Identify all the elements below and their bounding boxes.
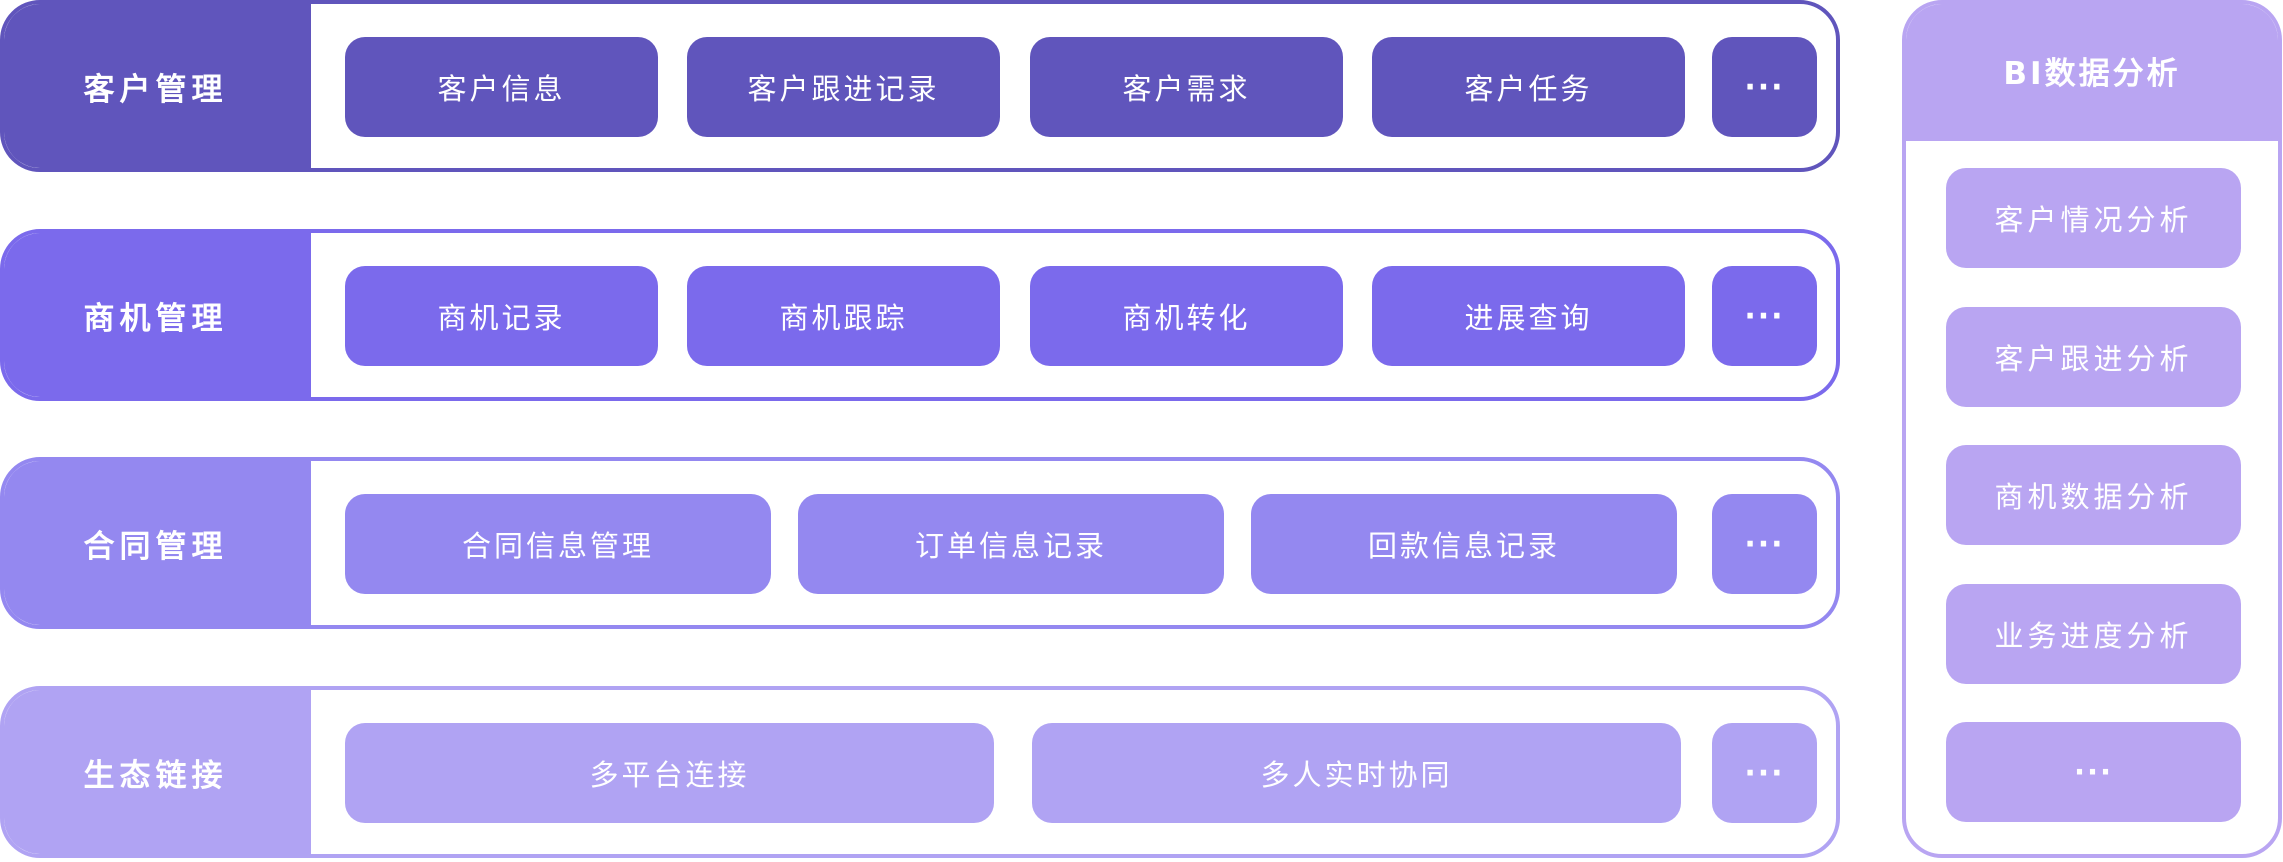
realtime-collaboration-button[interactable]: 多人实时协同 <box>1032 723 1681 823</box>
opportunity-data-analysis-button[interactable]: 商机数据分析 <box>1946 445 2241 545</box>
customer-situation-analysis-button[interactable]: 客户情况分析 <box>1946 168 2241 268</box>
module-row-contract-management: 合同管理 合同信息管理 订单信息记录 回款信息记录 ··· <box>0 457 1840 629</box>
customer-needs-button[interactable]: 客户需求 <box>1030 37 1343 137</box>
more-icon[interactable]: ··· <box>1712 266 1817 366</box>
payment-info-record-button[interactable]: 回款信息记录 <box>1251 494 1677 594</box>
bi-analysis-panel: BI数据分析 客户情况分析 客户跟进分析 商机数据分析 业务进度分析 ··· <box>1902 0 2282 858</box>
module-label-contract-management: 合同管理 <box>4 461 311 625</box>
opportunity-record-button[interactable]: 商机记录 <box>345 266 658 366</box>
contract-info-management-button[interactable]: 合同信息管理 <box>345 494 771 594</box>
module-row-customer-management: 客户管理 客户信息 客户跟进记录 客户需求 客户任务 ··· <box>0 0 1840 172</box>
bi-panel-title: BI数据分析 <box>1906 4 2278 141</box>
module-label-customer-management: 客户管理 <box>4 4 311 168</box>
order-info-record-button[interactable]: 订单信息记录 <box>798 494 1224 594</box>
progress-query-button[interactable]: 进展查询 <box>1372 266 1685 366</box>
customer-followup-record-button[interactable]: 客户跟进记录 <box>687 37 1000 137</box>
customer-tasks-button[interactable]: 客户任务 <box>1372 37 1685 137</box>
more-icon[interactable]: ··· <box>1712 494 1817 594</box>
more-icon[interactable]: ··· <box>1946 722 2241 822</box>
opportunity-tracking-button[interactable]: 商机跟踪 <box>687 266 1000 366</box>
customer-followup-analysis-button[interactable]: 客户跟进分析 <box>1946 307 2241 407</box>
opportunity-conversion-button[interactable]: 商机转化 <box>1030 266 1343 366</box>
customer-info-button[interactable]: 客户信息 <box>345 37 658 137</box>
module-label-opportunity-management: 商机管理 <box>4 233 311 397</box>
module-row-ecosystem-link: 生态链接 多平台连接 多人实时协同 ··· <box>0 686 1840 858</box>
module-row-opportunity-management: 商机管理 商机记录 商机跟踪 商机转化 进展查询 ··· <box>0 229 1840 401</box>
business-progress-analysis-button[interactable]: 业务进度分析 <box>1946 584 2241 684</box>
multi-platform-connect-button[interactable]: 多平台连接 <box>345 723 994 823</box>
more-icon[interactable]: ··· <box>1712 37 1817 137</box>
more-icon[interactable]: ··· <box>1712 723 1817 823</box>
module-label-ecosystem-link: 生态链接 <box>4 690 311 854</box>
